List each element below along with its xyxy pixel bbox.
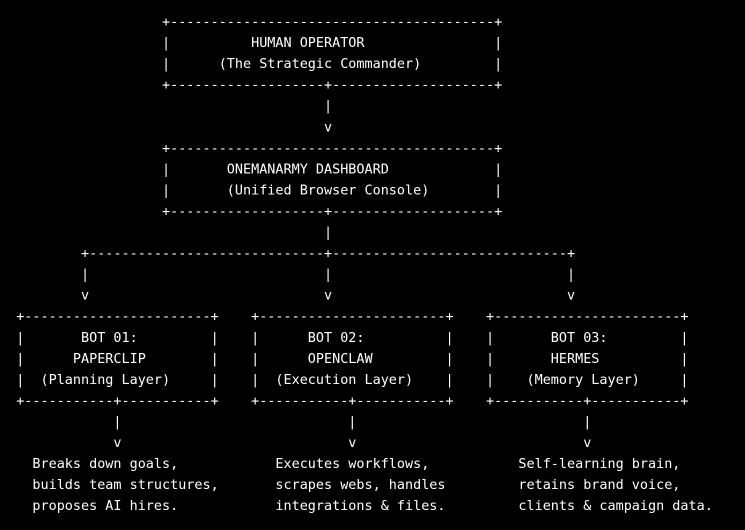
ascii-line: | (The Strategic Commander) | — [0, 57, 502, 72]
ascii-line: builds team structures, scrapes webs, ha… — [0, 478, 680, 493]
ascii-line: +---------------------------------------… — [0, 141, 502, 156]
ascii-line: +-----------------------+ +-------------… — [0, 310, 689, 325]
ascii-lines: +---------------------------------------… — [0, 15, 713, 514]
ascii-line: | BOT 01: | | BOT 02: | | BOT 03: | — [0, 331, 689, 346]
ascii-line: v — [0, 120, 332, 135]
ascii-line: | — [0, 99, 332, 114]
ascii-line: v v v — [0, 289, 575, 304]
ascii-line: | HUMAN OPERATOR | — [0, 36, 502, 51]
ascii-line: | (Unified Browser Console) | — [0, 183, 502, 198]
ascii-line: Breaks down goals, Executes workflows, S… — [0, 457, 680, 472]
ascii-line: v v v — [0, 436, 591, 451]
ascii-line: +-----------------------------+---------… — [0, 247, 575, 262]
ascii-line: | ONEMANARMY DASHBOARD | — [0, 162, 502, 177]
ascii-line: +-----------+-----------+ +-----------+-… — [0, 394, 689, 409]
ascii-line: | | | — [0, 415, 591, 430]
ascii-line: | PAPERCLIP | | OPENCLAW | | HERMES | — [0, 352, 689, 367]
ascii-line: | (Planning Layer) | | (Execution Layer)… — [0, 373, 689, 388]
ascii-line: +---------------------------------------… — [0, 15, 502, 30]
ascii-line: +-------------------+-------------------… — [0, 204, 502, 219]
ascii-line: | — [0, 226, 332, 241]
ascii-line: proposes AI hires. integrations & files.… — [0, 499, 713, 514]
ascii-line: | | | — [0, 268, 575, 283]
ascii-line: +-------------------+-------------------… — [0, 78, 502, 93]
